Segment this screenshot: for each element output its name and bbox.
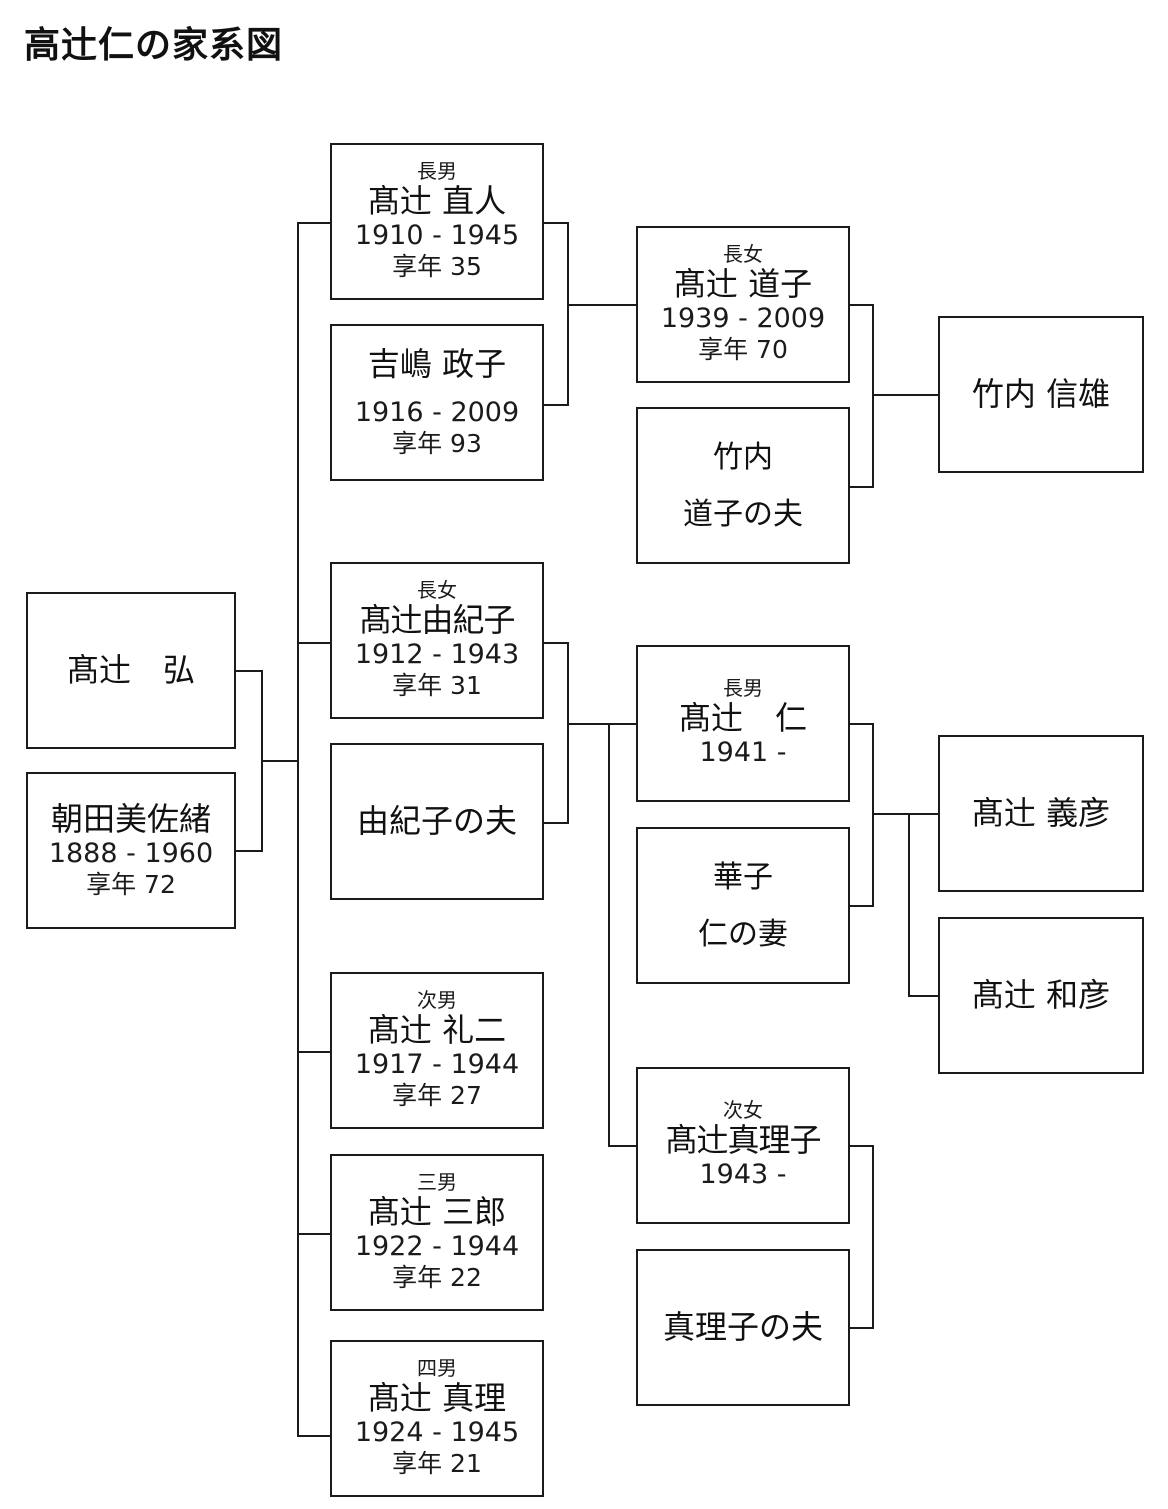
person-name: 由紀子の夫 [356, 801, 517, 840]
node-misao[interactable]: 朝田美佐緒 1888 - 1960 享年 72 [26, 772, 236, 929]
person-name: 竹内 信雄 [971, 374, 1111, 413]
person-name: 髙辻真理子 [665, 1120, 821, 1159]
connector-marikoh-right [849, 1327, 874, 1329]
connector-jin-to-trunk [872, 813, 910, 815]
node-michiko[interactable]: 長女 髙辻 道子 1939 - 2009 享年 70 [636, 226, 850, 383]
person-age: 享年 31 [392, 671, 482, 701]
person-rank: 長男 [723, 676, 763, 701]
connector-jin-couple [872, 723, 874, 907]
node-shinri[interactable]: 四男 髙辻 真理 1924 - 1945 享年 21 [330, 1340, 544, 1497]
node-nobuo[interactable]: 竹内 信雄 [938, 316, 1144, 473]
person-name: 真理子の夫 [662, 1307, 823, 1346]
person-name: 髙辻 道子 [673, 265, 813, 304]
person-age: 享年 35 [392, 252, 482, 282]
person-relation: 仁の妻 [698, 916, 788, 952]
node-mariko[interactable]: 次女 髙辻真理子 1943 - [636, 1067, 850, 1224]
connector-gen0-to-trunk [261, 760, 299, 762]
person-years: 1912 - 1943 [354, 639, 520, 671]
person-name: 華子 [713, 859, 773, 895]
connector-trunk3-yoshihiko [908, 813, 942, 815]
node-masako[interactable]: 吉嶋 政子 1916 - 2009 享年 93 [330, 324, 544, 481]
person-name: 髙辻 弘 [66, 650, 195, 689]
node-naoto[interactable]: 長男 髙辻 直人 1910 - 1945 享年 35 [330, 143, 544, 300]
person-rank: 三男 [417, 1170, 457, 1195]
connector-trunk-yukiko [297, 642, 330, 644]
person-age: 享年 22 [392, 1263, 482, 1293]
person-name: 髙辻 義彦 [971, 793, 1111, 832]
person-name: 髙辻由紀子 [359, 601, 515, 640]
connector-trunk-reiji [297, 1051, 330, 1053]
person-rank: 次男 [417, 988, 457, 1013]
person-rank: 長男 [417, 159, 457, 184]
node-kazuhiko[interactable]: 髙辻 和彦 [938, 917, 1144, 1074]
connector-hiroshi-right [235, 670, 263, 672]
person-name: 髙辻 真理 [367, 1379, 507, 1418]
connector-yukiko-couple [567, 642, 569, 824]
person-name: 髙辻 和彦 [971, 975, 1111, 1014]
person-years: 1916 - 2009 [354, 397, 520, 429]
person-name: 髙辻 仁 [678, 698, 807, 737]
node-takeuchi[interactable]: 竹内 道子の夫 [636, 407, 850, 564]
node-jin[interactable]: 長男 髙辻 仁 1941 - [636, 645, 850, 802]
connector-michiko-to-son [872, 394, 940, 396]
person-years: 1917 - 1944 [354, 1049, 520, 1081]
page-title: 高辻仁の家系図 [24, 25, 284, 66]
person-years: 1943 - [699, 1158, 787, 1190]
connector-yukikoh-right [543, 822, 569, 824]
person-age: 享年 72 [86, 870, 176, 900]
person-years: 1924 - 1945 [354, 1417, 520, 1449]
person-name: 吉嶋 政子 [367, 345, 507, 384]
person-name: 竹内 [713, 439, 773, 475]
person-age: 享年 93 [392, 429, 482, 459]
node-mariko-husband[interactable]: 真理子の夫 [636, 1249, 850, 1406]
connector-mariko-couple [872, 1145, 874, 1329]
node-yoshihiko[interactable]: 髙辻 義彦 [938, 735, 1144, 892]
person-years: 1922 - 1944 [354, 1231, 520, 1263]
person-rank: 四男 [417, 1356, 457, 1381]
connector-trunk-shinri [297, 1435, 330, 1437]
person-years: 1941 - [699, 736, 787, 768]
connector-mariko-right [849, 1145, 874, 1147]
connector-trunk2-mariko [608, 1145, 642, 1147]
connector-jin-right [849, 723, 874, 725]
person-rank: 長女 [723, 242, 763, 267]
connector-naoto-couple [567, 222, 569, 406]
trunk-gen2 [608, 723, 610, 1147]
person-age: 享年 27 [392, 1081, 482, 1111]
connector-trunk3-kazuhiko [908, 995, 942, 997]
person-years: 1939 - 2009 [660, 303, 826, 335]
person-years: 1910 - 1945 [354, 220, 520, 252]
node-yukiko-husband[interactable]: 由紀子の夫 [330, 743, 544, 900]
connector-masako-right [543, 404, 569, 406]
person-age: 享年 70 [698, 335, 788, 365]
connector-hanako-right [849, 905, 874, 907]
trunk-gen1 [297, 222, 299, 1437]
node-hanako[interactable]: 華子 仁の妻 [636, 827, 850, 984]
connector-naoto-right [543, 222, 569, 224]
connector-misao-right [235, 850, 263, 852]
person-rank: 長女 [417, 578, 457, 603]
connector-trunk2-jin [608, 723, 642, 725]
node-saburo[interactable]: 三男 髙辻 三郎 1922 - 1944 享年 22 [330, 1154, 544, 1311]
person-name: 髙辻 直人 [367, 182, 507, 221]
connector-trunk-naoto [297, 222, 330, 224]
node-hiroshi[interactable]: 髙辻 弘 [26, 592, 236, 749]
connector-trunk-saburo [297, 1233, 330, 1235]
person-years: 1888 - 1960 [48, 838, 214, 870]
person-name: 髙辻 三郎 [367, 1193, 507, 1232]
person-age: 享年 21 [392, 1449, 482, 1479]
connector-michiko-couple [872, 304, 874, 488]
person-name: 朝田美佐緒 [50, 800, 211, 839]
person-name: 髙辻 礼二 [367, 1011, 507, 1050]
node-reiji[interactable]: 次男 髙辻 礼二 1917 - 1944 享年 27 [330, 972, 544, 1129]
connector-naoto-to-child [567, 304, 642, 306]
connector-michiko-right [849, 304, 874, 306]
trunk-gen3 [908, 813, 910, 997]
connector-takeuchi-right [849, 486, 874, 488]
connector-yukiko-to-trunk [567, 723, 610, 725]
person-rank: 次女 [723, 1098, 763, 1123]
node-yukiko[interactable]: 長女 髙辻由紀子 1912 - 1943 享年 31 [330, 562, 544, 719]
person-relation: 道子の夫 [683, 496, 803, 532]
connector-yukiko-right [543, 642, 569, 644]
